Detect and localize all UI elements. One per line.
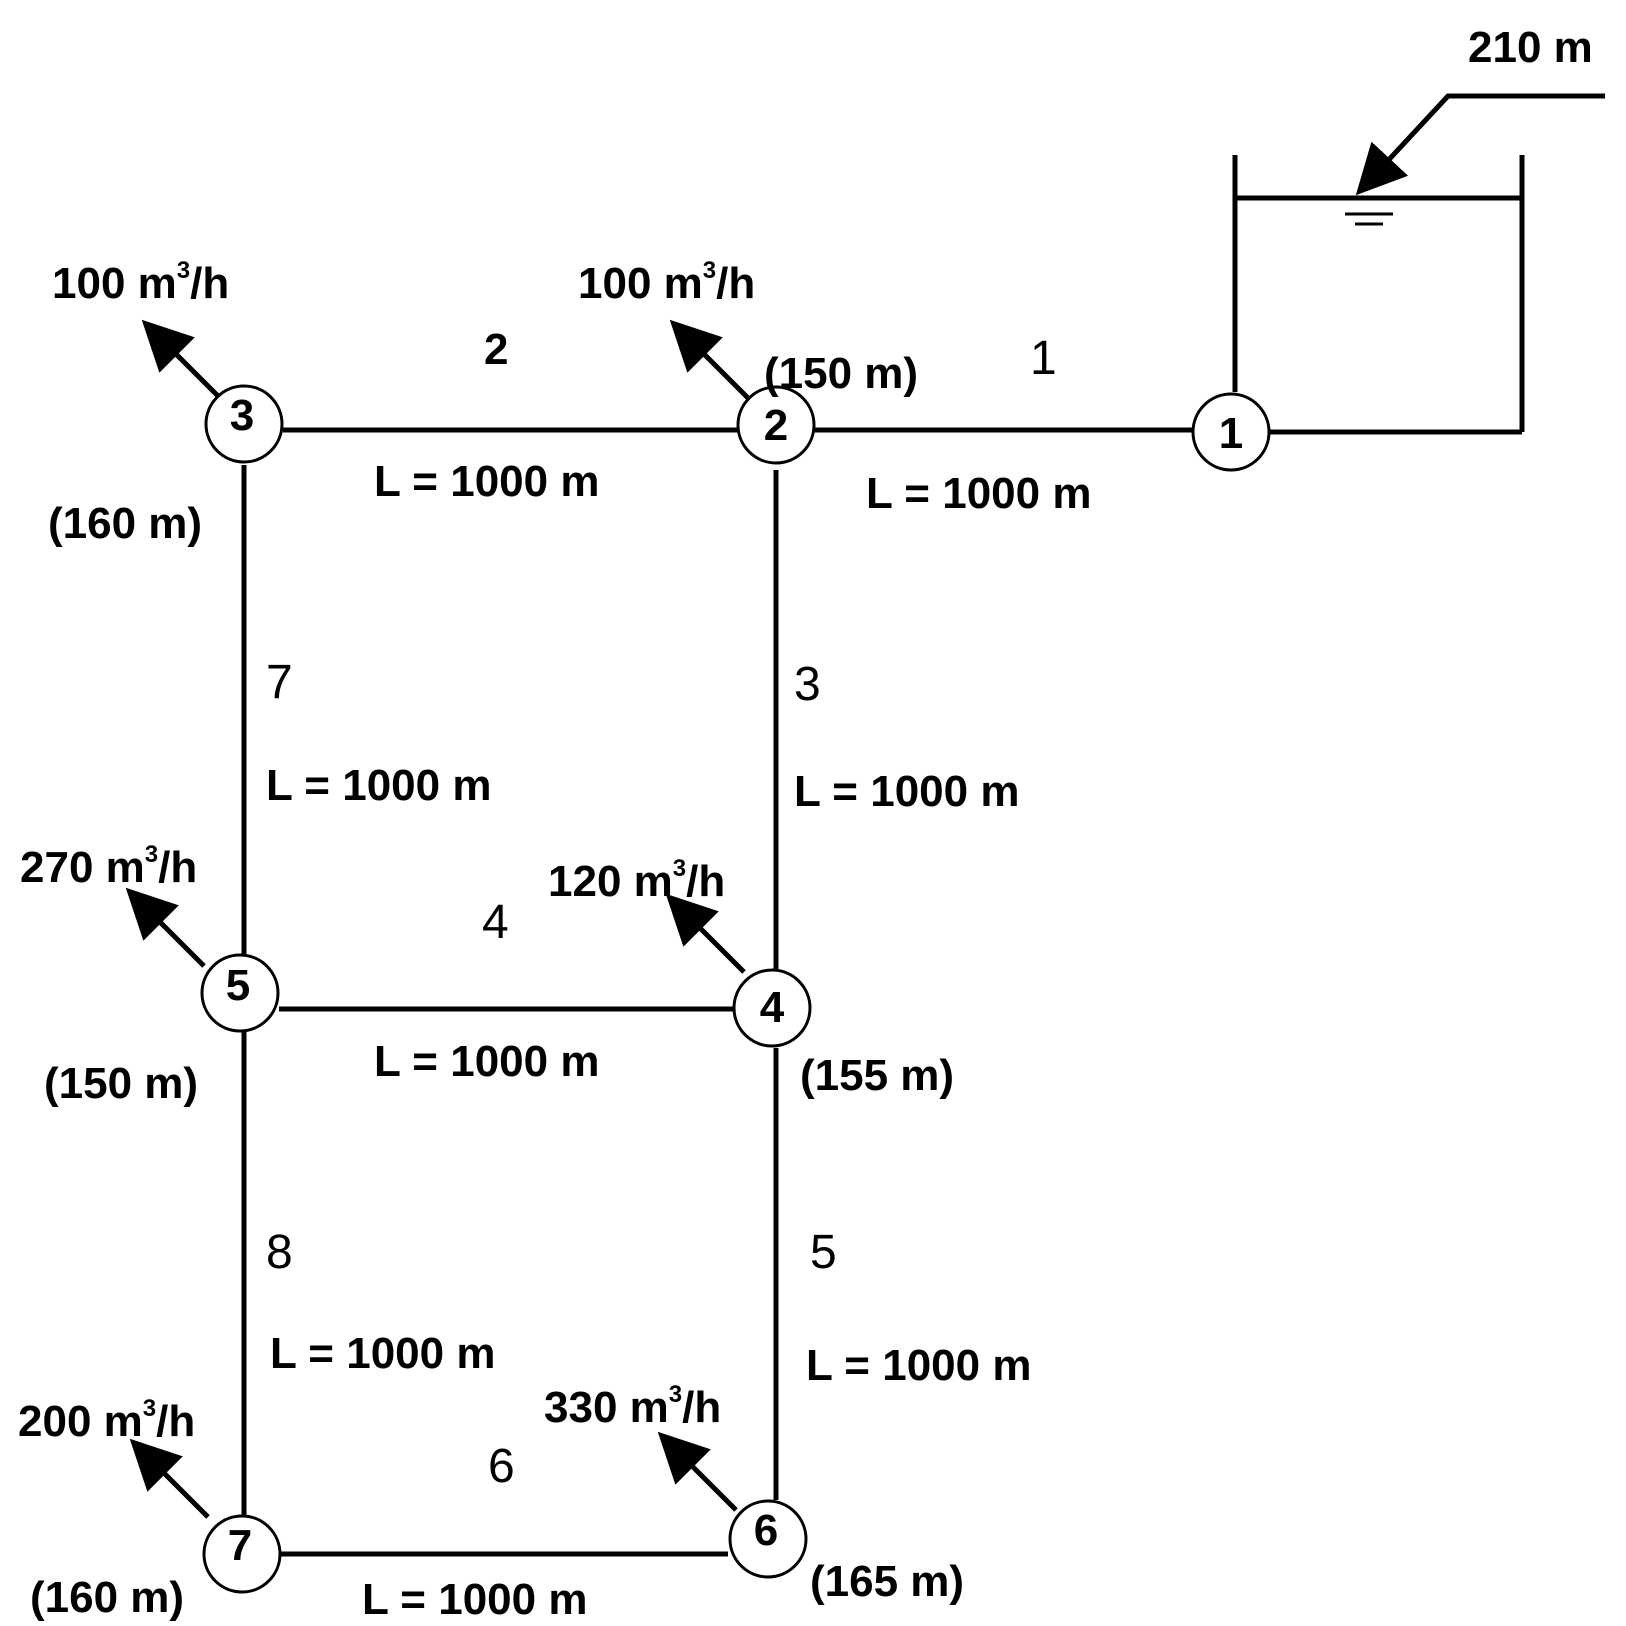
node-4-demand: 120 m3/h	[548, 855, 725, 906]
pipe-1-length: L = 1000 m	[866, 469, 1091, 518]
node-2-label: 2	[764, 401, 788, 450]
pipe-1-number: 1	[1030, 332, 1057, 385]
pipe-4-number: 4	[482, 896, 509, 949]
node-4: 4	[732, 968, 812, 1048]
pipe-3-number: 3	[794, 658, 821, 711]
node-7-demand: 200 m3/h	[18, 1395, 195, 1446]
pipe-6-number: 6	[488, 1440, 515, 1493]
node-7-elevation: (160 m)	[30, 1573, 184, 1622]
pipe-8-number: 8	[266, 1226, 293, 1279]
node-7-label: 7	[228, 1521, 252, 1570]
node-4-elevation: (155 m)	[800, 1051, 954, 1100]
node-3-label: 3	[230, 391, 254, 440]
pipe-3-length: L = 1000 m	[794, 767, 1019, 816]
node-2-elevation: (150 m)	[764, 349, 918, 398]
node-2-demand: 100 m3/h	[578, 257, 755, 308]
node-6-elevation: (165 m)	[810, 1557, 964, 1606]
pipe-6-length: L = 1000 m	[362, 1575, 587, 1624]
node-3: 3	[204, 384, 284, 464]
pipe-5-number: 5	[810, 1226, 837, 1279]
node-1-label: 1	[1219, 409, 1243, 458]
node-6: 6	[728, 1499, 808, 1579]
node-4-label: 4	[760, 983, 785, 1032]
node-3-demand: 100 m3/h	[52, 257, 229, 308]
pipe-2-length: L = 1000 m	[374, 457, 599, 506]
node-3-elevation: (160 m)	[48, 499, 202, 548]
demand-arrow-2	[669, 319, 750, 400]
node-5: 5	[200, 953, 280, 1033]
demand-arrow-6	[657, 1431, 738, 1512]
demand-arrow-4	[665, 893, 746, 974]
node-1: 1	[1191, 392, 1271, 472]
pipe-7-length: L = 1000 m	[266, 761, 491, 810]
node-6-demand: 330 m3/h	[544, 1381, 721, 1432]
level-pointer-arrow	[1355, 93, 1605, 196]
pipe-2-number: 2	[484, 325, 508, 374]
pipe-7-number: 7	[266, 656, 293, 709]
node-2: 2	[736, 385, 816, 465]
node-5-label: 5	[226, 961, 250, 1010]
node-5-elevation: (150 m)	[44, 1059, 198, 1108]
reservoir	[1232, 93, 1605, 435]
water-level-icon	[1345, 212, 1393, 226]
reservoir-level-label: 210 m	[1468, 23, 1593, 72]
node-7: 7	[202, 1514, 282, 1594]
pipe-5-length: L = 1000 m	[806, 1341, 1031, 1390]
node-6-label: 6	[754, 1506, 778, 1555]
node-5-demand: 270 m3/h	[20, 841, 197, 892]
demand-arrow-7	[129, 1438, 210, 1519]
pipe-8-length: L = 1000 m	[270, 1329, 495, 1378]
demand-arrow-3	[141, 319, 222, 400]
demand-arrow-5	[125, 887, 206, 968]
pipe-4-length: L = 1000 m	[374, 1037, 599, 1086]
